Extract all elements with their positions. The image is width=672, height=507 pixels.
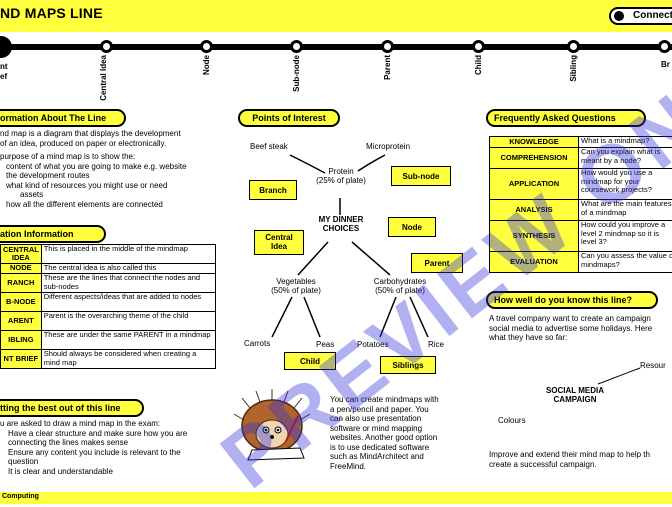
table-heading: ation Information	[0, 225, 106, 243]
protein-label: Protein(25% of plate)	[306, 167, 376, 185]
timeline-dot-sub-node	[290, 40, 303, 53]
timeline-dot-central-idea	[100, 40, 113, 53]
timeline-dot-node	[200, 40, 213, 53]
best-text: u are asked to draw a mind map in the ex…	[0, 419, 225, 476]
timeline-dot-parent	[381, 40, 394, 53]
timeline-label-sibling: Sibling	[569, 55, 578, 82]
timeline-label-sub-node: Sub-node	[292, 55, 301, 92]
tag-sub-node: Sub-node	[391, 166, 451, 186]
improve-text: Improve and extend their mind map to hel…	[489, 450, 672, 469]
page-title: ND MAPS LINE	[0, 5, 103, 21]
timeline-start-dot	[0, 36, 12, 58]
info-heading: ormation About The Line	[0, 109, 126, 127]
tag-node: Node	[388, 217, 436, 237]
connect-dot-icon	[614, 11, 624, 21]
timeline-label-brief: Br	[661, 60, 670, 69]
info-text: nd map is a diagram that displays the de…	[0, 129, 225, 209]
timeline-dot-brief	[658, 40, 671, 53]
timeline-dot-sibling	[567, 40, 580, 53]
tag-branch: Branch	[249, 180, 297, 200]
beef-steak-label: Beef steak	[250, 142, 310, 151]
timeline-dot-child	[472, 40, 485, 53]
resources-label: Resour	[640, 361, 666, 371]
timeline-label-parent: Parent	[383, 55, 392, 80]
timeline-label-node: Node	[202, 55, 211, 75]
microprotein-label: Microprotein	[366, 142, 436, 151]
carrots-label: Carrots	[244, 339, 270, 348]
know-text: A travel company want to create an campa…	[489, 314, 672, 343]
timeline-label-central-idea: Central Idea	[99, 55, 108, 101]
footer-label: Computing	[2, 493, 39, 500]
colours-label: Colours	[498, 416, 526, 426]
best-heading: tting the best out of this line	[0, 399, 144, 417]
timeline-label-child: Child	[474, 55, 483, 75]
vegetables-label: Vegetables(50% of plate)	[256, 277, 336, 295]
footer-bar	[0, 492, 672, 504]
timeline-start-label-2: ef	[0, 72, 7, 81]
timeline-start-label: nt	[0, 62, 8, 71]
